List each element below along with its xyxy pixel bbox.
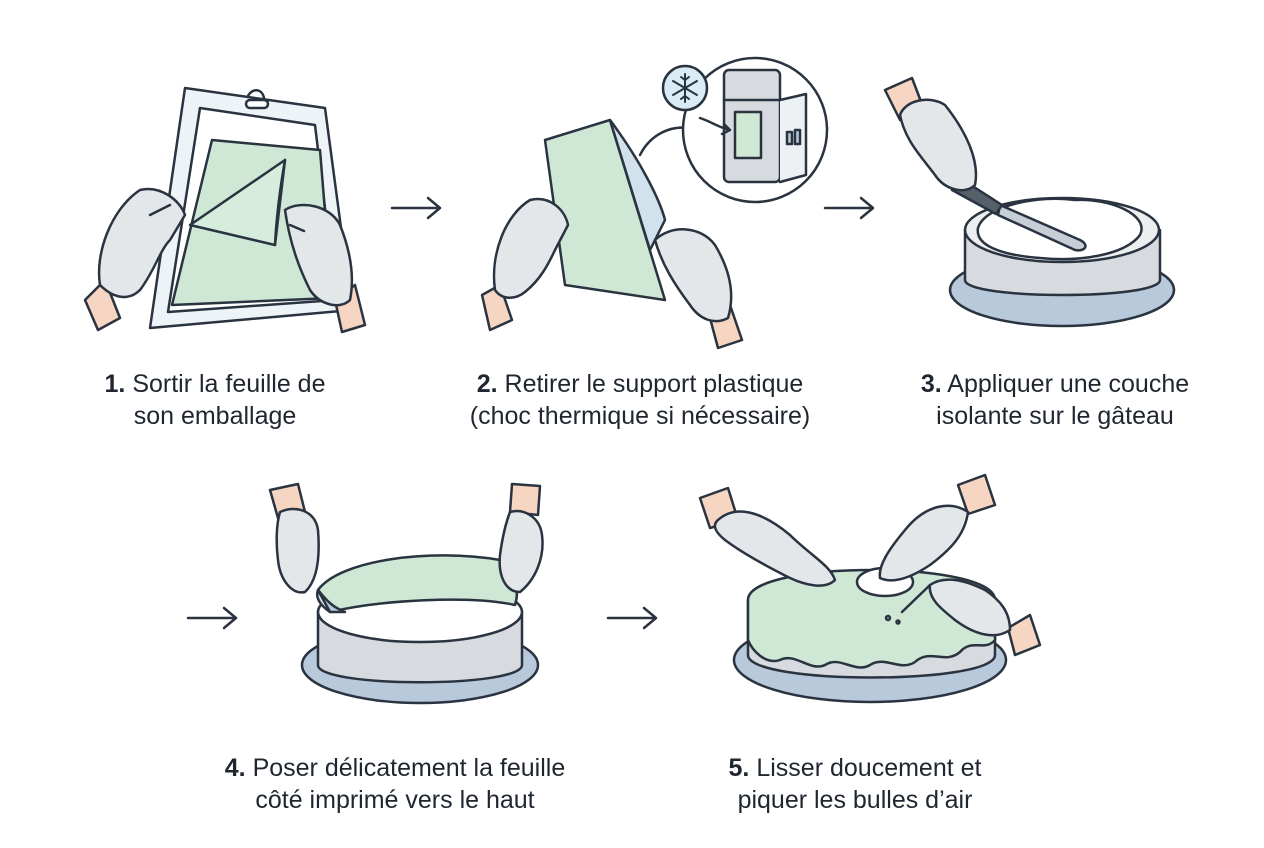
step-4-number: 4.: [225, 754, 246, 782]
step-5-illustration: [700, 475, 1040, 702]
step-2-illustration: [482, 58, 827, 348]
step-2-number: 2.: [477, 370, 498, 398]
arrow-4-to-5: [608, 608, 656, 628]
step-1-illustration: [85, 88, 365, 332]
right-glove-icon-5: [880, 475, 995, 580]
step-2-caption: 2. Retirer le support plastique (choc th…: [440, 368, 840, 432]
step-2-text-line1: Retirer le support plastique: [505, 370, 804, 398]
left-glove-icon-4: [270, 484, 319, 592]
right-glove-icon-2: [655, 229, 742, 348]
left-glove-icon-2: [482, 199, 568, 330]
step-1-caption: 1. Sortir la feuille de son emballage: [80, 368, 350, 432]
left-glove-icon-5: [700, 488, 835, 586]
step-4-illustration: [270, 484, 543, 703]
right-glove-icon-4: [500, 484, 543, 592]
step-5-number: 5.: [729, 754, 750, 782]
arrow-to-4: [188, 608, 236, 628]
arrow-1-to-2: [392, 198, 440, 218]
step-1-number: 1.: [105, 370, 126, 398]
step-4-text-line2: côté imprimé vers le haut: [195, 784, 595, 816]
arrow-2-to-3: [825, 198, 873, 218]
step-3-number: 3.: [921, 370, 942, 398]
step-5-text-line2: piquer les bulles d’air: [700, 784, 1010, 816]
step-4-caption: 4. Poser délicatement la feuille côté im…: [195, 752, 595, 816]
step-5-text-line1: Lisser doucement et: [756, 754, 981, 782]
step-2-text-line2: (choc thermique si nécessaire): [440, 400, 840, 432]
step-1-text-line2: son emballage: [80, 400, 350, 432]
step-3-illustration: [885, 78, 1174, 326]
sheet-icon: [545, 120, 665, 300]
glove-icon-3: [885, 78, 976, 190]
step-4-text-line1: Poser délicatement la feuille: [253, 754, 566, 782]
step-3-text-line1: Appliquer une couche: [947, 370, 1189, 398]
step-1-text-line1: Sortir la feuille de: [132, 370, 325, 398]
step-5-caption: 5. Lisser doucement et piquer les bulles…: [700, 752, 1010, 816]
freezer-callout: [640, 58, 827, 202]
step-3-caption: 3. Appliquer une couche isolante sur le …: [900, 368, 1210, 432]
step-3-text-line2: isolante sur le gâteau: [900, 400, 1210, 432]
